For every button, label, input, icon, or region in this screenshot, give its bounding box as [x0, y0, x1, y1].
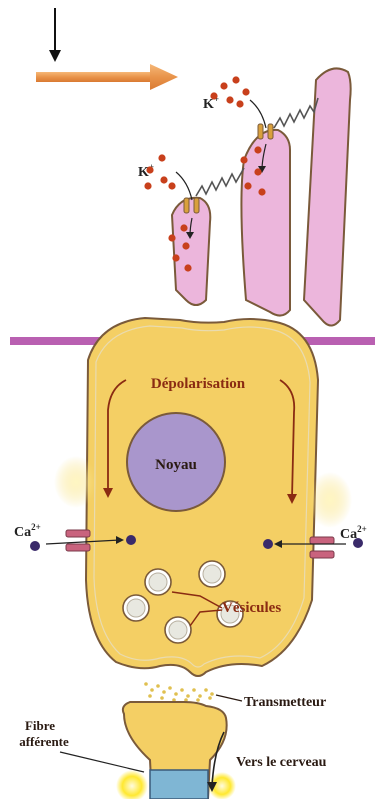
transmitter-particle	[198, 694, 202, 698]
transmitter-particle	[168, 686, 172, 690]
vesicle	[199, 561, 225, 587]
transmitter-particle	[156, 684, 160, 688]
transmitter-particle	[148, 694, 152, 698]
tip-link-upper	[274, 98, 318, 128]
transmetteur-label: Transmetteur	[244, 695, 326, 710]
potassium-ion	[254, 168, 261, 175]
transmitter-particle	[180, 688, 184, 692]
potassium-ion	[160, 176, 167, 183]
nucleus-label: Noyau	[155, 457, 197, 473]
stereocilium-short	[172, 198, 210, 305]
ca-ion-outside-left	[30, 541, 40, 551]
depolarisation-label: Dépolarisation	[151, 376, 246, 392]
transmitter-particle	[162, 690, 166, 694]
potassium-ion	[182, 242, 189, 249]
transmitter-particle	[186, 694, 190, 698]
vesicules-label: Vésicules	[222, 600, 281, 616]
transmitter-particle	[210, 692, 214, 696]
potassium-ion	[258, 188, 265, 195]
transmitter-particle	[144, 682, 148, 686]
transmitter-particle	[208, 696, 212, 700]
ca-label-right: Ca2+	[340, 524, 367, 542]
transmitter-release	[144, 682, 214, 702]
potassium-ion	[236, 100, 243, 107]
potassium-ion	[244, 182, 251, 189]
potassium-ion	[254, 146, 261, 153]
stereocilium-middle	[241, 130, 290, 316]
fibre-label-line1: Fibre	[25, 718, 55, 733]
vesicle	[123, 595, 149, 621]
transmitter-particle	[160, 696, 164, 700]
fibre-label-line2: afférente	[19, 734, 69, 749]
potassium-ion	[146, 166, 153, 173]
stimulus-arrow-icon	[36, 64, 178, 90]
down-arrow-icon	[49, 8, 61, 62]
transmitter-particle	[150, 688, 154, 692]
ca-glow-right	[308, 472, 352, 528]
potassium-ion	[242, 88, 249, 95]
ca-ion-inside-left	[126, 535, 136, 545]
transmitter-particle	[204, 688, 208, 692]
potassium-ion	[168, 182, 175, 189]
tip-link-lower	[196, 168, 244, 196]
potassium-ion	[184, 264, 191, 271]
potassium-ion	[180, 224, 187, 231]
stereocilia	[172, 68, 351, 325]
vesicle	[165, 617, 191, 643]
vers-le-cerveau-label: Vers le cerveau	[236, 755, 327, 770]
potassium-ion	[168, 234, 175, 241]
potassium-ion	[210, 92, 217, 99]
transmitter-particle	[174, 692, 178, 696]
signal-spark-left	[116, 770, 148, 799]
vesicle	[145, 569, 171, 595]
ca-label-left: Ca2+	[14, 522, 41, 540]
potassium-ion	[232, 76, 239, 83]
potassium-ion	[240, 156, 247, 163]
potassium-ion	[158, 154, 165, 161]
potassium-ion	[172, 254, 179, 261]
ca-ion-inside-right	[263, 539, 273, 549]
potassium-ion	[220, 82, 227, 89]
transmitter-particle	[196, 698, 200, 702]
transmitter-particle	[192, 688, 196, 692]
potassium-ion	[226, 96, 233, 103]
potassium-ion	[144, 182, 151, 189]
ca-glow-left	[54, 456, 98, 508]
